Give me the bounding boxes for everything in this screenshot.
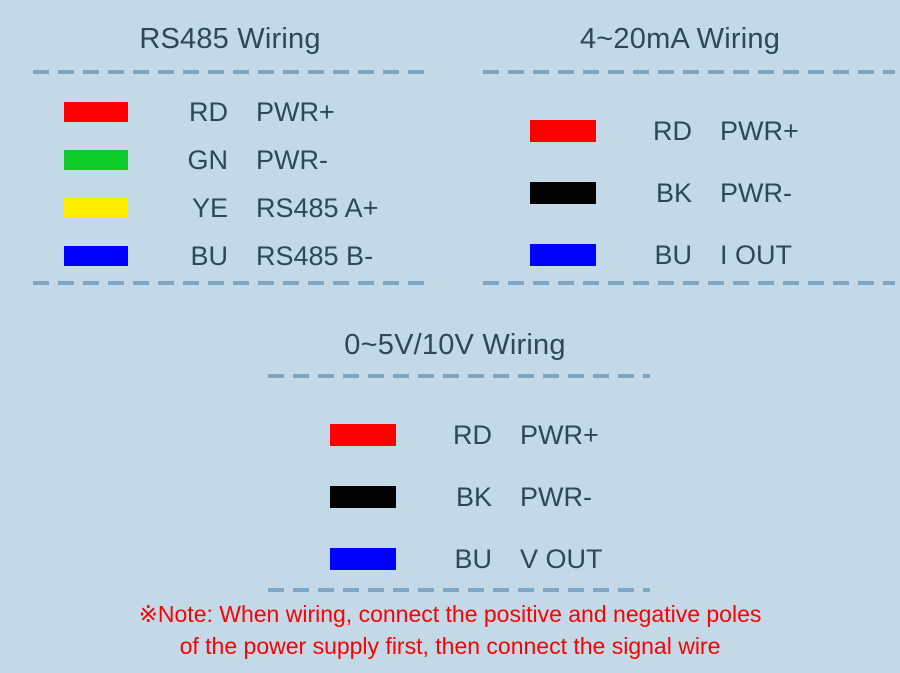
panel-rs485-wiring: RS485 Wiring RD PWR+ GN PWR- YE RS485 A+…: [0, 0, 460, 300]
wire-color-swatch-blue: [64, 246, 128, 266]
wire-color-swatch-black: [330, 486, 396, 508]
wire-row: BK PWR-: [460, 162, 900, 224]
wire-code: BK: [655, 177, 692, 208]
wire-row: BU I OUT: [460, 224, 900, 286]
wire-code: GN: [187, 144, 229, 175]
wire-code: BK: [455, 481, 492, 512]
wire-function: PWR-: [256, 144, 328, 175]
panel-current-wiring: 4~20mA Wiring RD PWR+ BK PWR- BU I OUT: [460, 0, 900, 300]
wire-row: BU RS485 B-: [0, 232, 460, 280]
wire-row: RD PWR+: [0, 88, 460, 136]
panel-title-current: 4~20mA Wiring: [579, 23, 781, 55]
wire-code: BU: [190, 240, 228, 271]
wire-list-current: RD PWR+ BK PWR- BU I OUT: [460, 100, 900, 286]
divider-bottom-rs485: [33, 281, 425, 285]
wire-color-swatch-blue: [530, 244, 596, 266]
wire-code: BU: [654, 239, 692, 270]
wire-row: BU V OUT: [220, 528, 690, 590]
divider-top-current: [483, 70, 895, 74]
wire-function: RS485 A+: [256, 192, 379, 223]
panel-title-voltage: 0~5V/10V Wiring: [344, 329, 566, 361]
warning-note: ※Note: When wiring, connect the positive…: [0, 598, 900, 662]
wire-function: PWR-: [720, 177, 792, 208]
divider-bottom-current: [483, 281, 895, 285]
warning-note-line-1: ※Note: When wiring, connect the positive…: [138, 601, 762, 627]
wire-function: RS485 B-: [256, 240, 374, 271]
wire-color-swatch-green: [64, 150, 128, 170]
divider-top-voltage: [268, 374, 650, 378]
warning-note-line-2: of the power supply first, then connect …: [179, 633, 721, 659]
divider-bottom-voltage: [268, 588, 650, 592]
wire-function: PWR+: [256, 96, 335, 127]
wire-color-swatch-red: [64, 102, 128, 122]
wire-function: PWR+: [520, 419, 599, 450]
wire-row: YE RS485 A+: [0, 184, 460, 232]
wire-row: GN PWR-: [0, 136, 460, 184]
wire-color-swatch-blue: [330, 548, 396, 570]
wire-color-swatch-red: [330, 424, 396, 446]
panel-title-rs485: RS485 Wiring: [139, 23, 321, 55]
wire-row: BK PWR-: [220, 466, 690, 528]
wire-function: V OUT: [520, 543, 603, 574]
wire-code: YE: [191, 192, 228, 223]
wire-row: RD PWR+: [460, 100, 900, 162]
wire-code: BU: [454, 543, 492, 574]
wire-function: PWR-: [520, 481, 592, 512]
wire-code: RD: [653, 115, 692, 146]
wire-code: RD: [453, 419, 492, 450]
wire-list-rs485: RD PWR+ GN PWR- YE RS485 A+ BU RS485 B-: [0, 88, 460, 280]
divider-top-rs485: [33, 70, 425, 74]
wire-color-swatch-red: [530, 120, 596, 142]
wire-function: I OUT: [720, 239, 792, 270]
wire-row: RD PWR+: [220, 404, 690, 466]
wire-color-swatch-yellow: [64, 198, 128, 218]
wire-list-voltage: RD PWR+ BK PWR- BU V OUT: [220, 404, 690, 590]
panel-voltage-wiring: 0~5V/10V Wiring RD PWR+ BK PWR- BU V OUT: [220, 310, 690, 600]
wire-code: RD: [189, 96, 228, 127]
wire-function: PWR+: [720, 115, 799, 146]
wire-color-swatch-black: [530, 182, 596, 204]
